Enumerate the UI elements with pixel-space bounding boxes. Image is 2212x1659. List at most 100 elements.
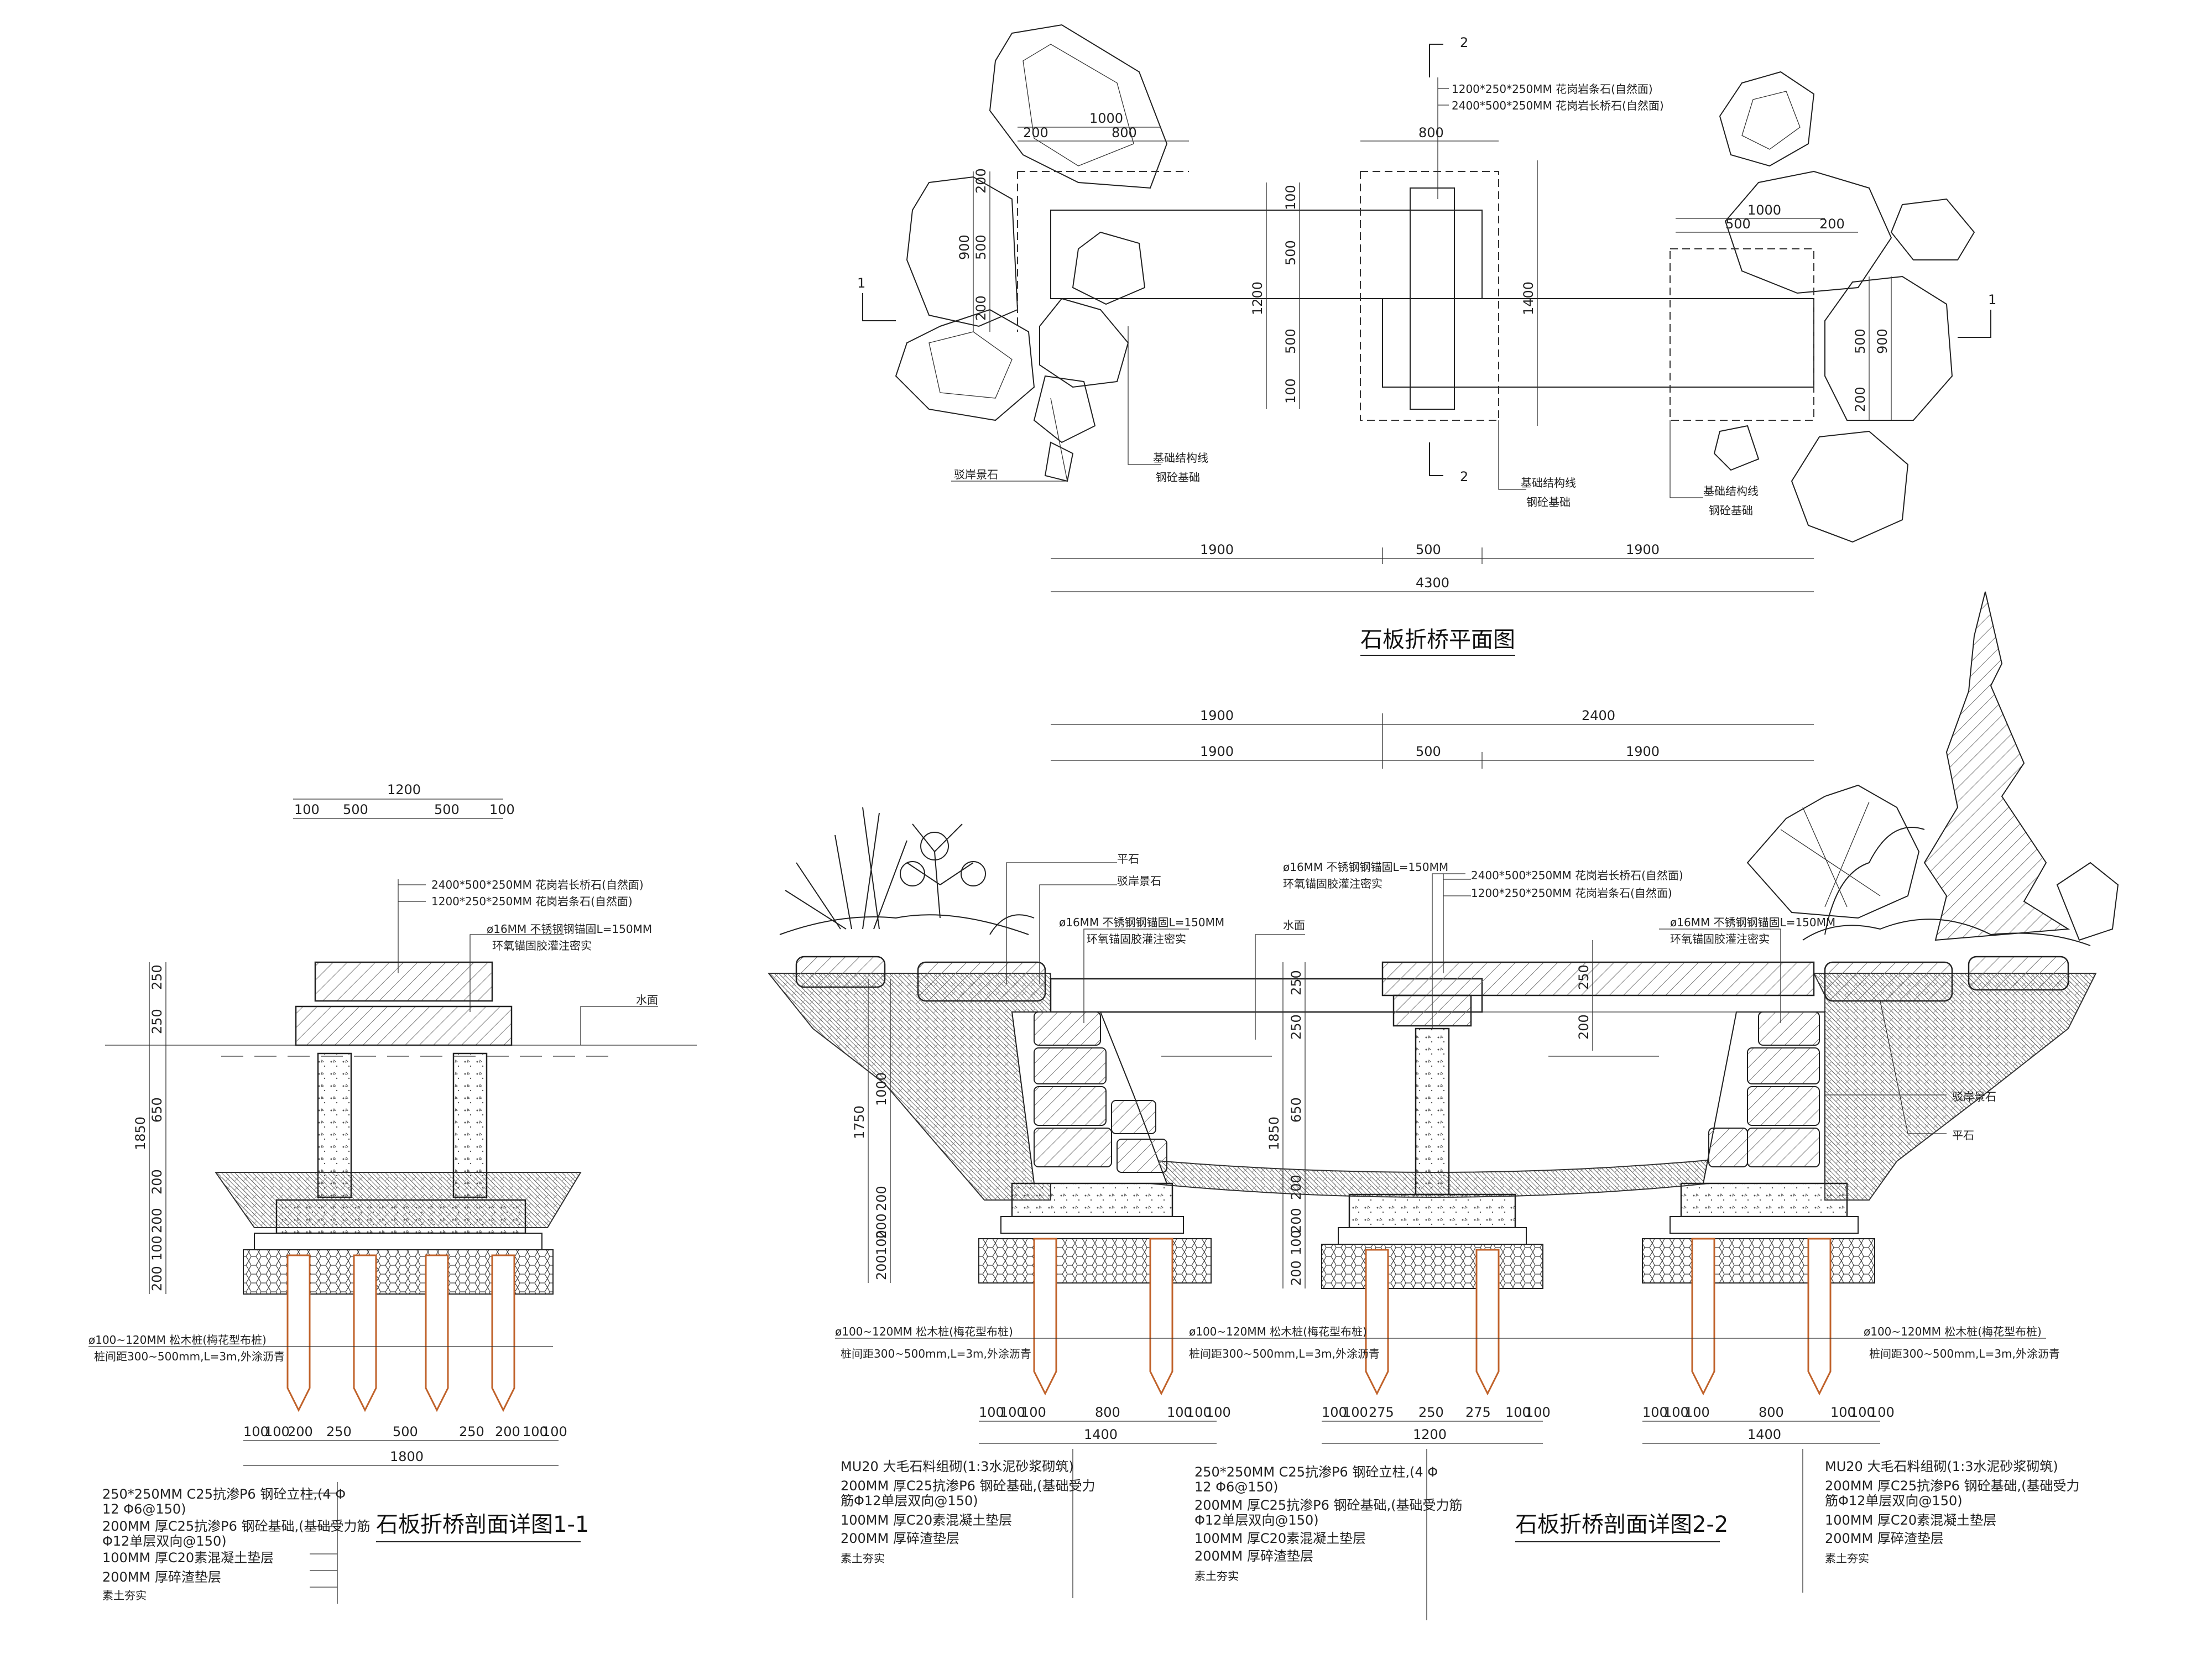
s1-piles (286, 1254, 515, 1412)
s2-legend-l-l4: 200MM 厚碎渣垫层 (841, 1531, 959, 1546)
s2-pile-3 (1365, 1249, 1389, 1396)
dim-s2-rf: 100 (1850, 1405, 1875, 1420)
section-2-2: 1900 2400 1900 500 1900 (767, 591, 2119, 1620)
dim-s2-c1850: 1850 (1266, 1117, 1282, 1150)
s2-ground (767, 973, 1051, 1201)
s1-lower-slab (295, 1005, 513, 1046)
dim-s2-ca: 100 (1322, 1405, 1347, 1420)
dim-s1-btotal: 1800 (390, 1449, 424, 1464)
dim-plan-200: 200 (1023, 125, 1048, 140)
s2-legend-c-l5: 素土夯实 (1194, 1569, 1239, 1583)
dim-s2-ld: 800 (1095, 1405, 1120, 1420)
dim-s1-bi: 100 (542, 1424, 567, 1439)
s2-note-rock-l: 驳岸景石 (1117, 874, 1161, 888)
s2-flat-stone-l1 (795, 956, 886, 988)
dim-plan-r200: 200 (1819, 216, 1845, 232)
dim-plan-800: 800 (1112, 125, 1137, 140)
svg-text:1: 1 (1988, 292, 1996, 307)
dim-plan-b500: 500 (1416, 542, 1441, 557)
svg-text:1: 1 (857, 275, 865, 291)
dim-plan-cv1400: 1400 (1521, 281, 1536, 315)
dim-s1-v200a: 200 (149, 1169, 165, 1194)
s2-pile-5 (1691, 1238, 1715, 1396)
s2-found-center (1348, 1193, 1516, 1229)
s2-flat-stone-r1 (1824, 961, 1953, 1002)
s2-legend-l-l1: MU20 大毛石料组砌(1:3水泥砂浆砌筑) (841, 1459, 1074, 1474)
s2-pile-4 (1475, 1249, 1500, 1396)
s2-note-rock-r: 驳岸景石 (1952, 1090, 1996, 1103)
s2-note-anchor-c2: 环氧锚固胶灌注密实 (1283, 877, 1383, 890)
s2-note-anchor-l1: ø16MM 不锈钢钢锚固L=150MM (1059, 916, 1224, 929)
dim-s2-rtotal: 1400 (1747, 1427, 1781, 1442)
dim-plan-lv500: 500 (973, 234, 989, 260)
plan-foundation-right (1670, 248, 1814, 421)
dim-s2-rb: 100 (1663, 1405, 1689, 1420)
s2-note-stone-c2: 1200*250*250MM 花岗岩条石(自然面) (1471, 886, 1672, 900)
s2-note-stone-c1: 2400*500*250MM 花岗岩长桥石(自然面) (1471, 869, 1683, 882)
s1-note-water: 水面 (636, 993, 658, 1006)
dim-s2-rd: 800 (1759, 1405, 1784, 1420)
s2-note-flat-r: 平石 (1952, 1129, 1974, 1142)
s2-legend-l-l3: 100MM 厚C20素混凝土垫层 (841, 1512, 1012, 1528)
dim-plan-b1900b: 1900 (1626, 542, 1660, 557)
dim-s1-v650: 650 (149, 1097, 165, 1123)
plan-rock-left-low (895, 309, 1035, 421)
plan-rock-left-top (989, 24, 1168, 189)
s2-flat-stone-l2 (917, 961, 1046, 1002)
dim-s2-re: 100 (1830, 1405, 1856, 1420)
dim-s2-c650: 650 (1288, 1097, 1304, 1123)
s1-pile-4 (491, 1254, 515, 1412)
s2-conifer (1923, 591, 2070, 941)
dim-s2-c200c: 200 (1288, 1260, 1304, 1286)
s2-note-flat-l: 平石 (1117, 852, 1139, 865)
svg-text:2: 2 (1460, 469, 1468, 484)
dim-s2-l100: 100 (874, 1230, 889, 1255)
dim-s2-lc: 100 (1021, 1405, 1046, 1420)
plan-slab-right (1382, 298, 1814, 388)
dim-plan-lv200a: 200 (973, 168, 989, 194)
s2-legend-r-l5: 素土夯实 (1825, 1552, 1869, 1565)
s1-legend-l1: 250*250MM C25抗渗P6 钢砼立柱,(4 Φ (102, 1486, 346, 1502)
s2-found-right (1680, 1182, 1848, 1218)
s1-column-right (452, 1052, 488, 1198)
s2-center-column (1415, 1027, 1450, 1196)
dim-s1-v1850: 1850 (133, 1117, 148, 1150)
dim-s1-c: 500 (434, 802, 460, 817)
s2-note-pile-r2: 桩间距300~500mm,L=3m,外涂沥青 (1869, 1347, 2060, 1360)
dim-plan-cv100b: 100 (1283, 378, 1298, 404)
dim-s2-lb: 100 (1000, 1405, 1025, 1420)
s1-note-pile1: ø100~120MM 松木桩(梅花型布桩) (88, 1333, 267, 1347)
dim-s2-ce: 275 (1465, 1405, 1491, 1420)
dim-s2-c200a: 200 (1288, 1175, 1304, 1200)
section-marker-2-top: 2 (1429, 35, 1468, 77)
s1-note-n3: ø16MM 不锈钢钢锚固L=150MM (487, 922, 652, 936)
dim-plan-lv900: 900 (957, 234, 972, 260)
s2-legend-l-l5: 素土夯实 (841, 1552, 885, 1565)
plan-rock-left-mid (906, 176, 1019, 327)
s2-legend-l-l2: 200MM 厚C25抗渗P6 钢砼基础,(基础受力 (841, 1478, 1095, 1494)
s2-note-pile-c2: 桩间距300~500mm,L=3m,外涂沥青 (1189, 1347, 1380, 1360)
dim-s1-a: 100 (294, 802, 320, 817)
dim-s1-be: 500 (393, 1424, 418, 1439)
s2-legend-r-l2: 200MM 厚C25抗渗P6 钢砼基础,(基础受力 (1825, 1478, 2080, 1494)
dim-s2-b: 2400 (1582, 708, 1615, 723)
s2-legend-r-l4: 200MM 厚碎渣垫层 (1825, 1531, 1944, 1546)
plan-note-found-l2: 钢砼基础 (1156, 471, 1200, 484)
dim-s2-ctotal: 1200 (1413, 1427, 1447, 1442)
dim-s2-cb: 100 (1343, 1405, 1368, 1420)
s2-legend-c-l4: 200MM 厚碎渣垫层 (1194, 1548, 1313, 1564)
s2-note-anchor-r2: 环氧锚固胶灌注密实 (1670, 932, 1770, 946)
dim-plan-r500: 500 (1725, 216, 1751, 232)
s1-note-pile2: 桩间距300~500mm,L=3m,外涂沥青 (94, 1350, 285, 1363)
plan-view: 2 2 1 1 1200*250*250MM 花岗岩条石(自然面) 2400*5… (857, 24, 1996, 656)
s1-top-slab (314, 961, 493, 1002)
dim-plan-r1000: 1000 (1747, 202, 1781, 218)
sec1-title: 石板折桥剖面详图1-1 (376, 1512, 589, 1537)
section-marker-1-left: 1 (857, 275, 896, 321)
plan-note-stone1: 1200*250*250MM 花岗岩条石(自然面) (1452, 82, 1653, 96)
dim-s1-bb: 100 (264, 1424, 290, 1439)
s1-legend-l3: 100MM 厚C20素混凝土垫层 (102, 1550, 274, 1566)
dim-s2-ra: 100 (1642, 1405, 1668, 1420)
dim-s2-r250: 250 (1576, 964, 1592, 990)
